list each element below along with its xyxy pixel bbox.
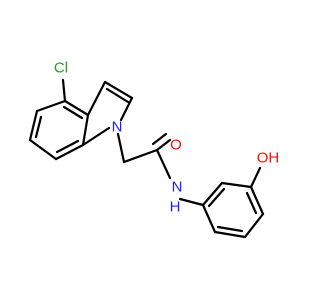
atom-label-n-indole: N <box>112 119 123 136</box>
bond-co-o-second <box>151 132 168 146</box>
bond-c7a-c3a <box>81 113 90 147</box>
bond-c6-c7 <box>28 138 58 161</box>
bond-c3p-c4p-inner <box>245 191 258 215</box>
atom-label-o-carbonyl: O <box>170 137 182 154</box>
bond-c3p-c4p <box>249 185 265 216</box>
atom-labels: Cl N O N H OH <box>54 60 279 216</box>
bond-c1p-c2p-inner <box>207 187 226 208</box>
bond-c6p-c1p <box>201 203 217 234</box>
bond-c5-c6-inner <box>34 115 43 139</box>
bonds <box>28 78 265 239</box>
bond-c5-c6 <box>28 109 39 142</box>
bond-c7-c7a-inner <box>55 139 80 154</box>
bond-c3-c2 <box>103 80 134 100</box>
bond-ch2-co <box>122 148 159 164</box>
bond-c3p-oh <box>249 166 262 189</box>
structure-canvas: Cl N O N H OH <box>28 60 279 239</box>
bond-c7-c7a <box>54 143 85 161</box>
atom-label-cl: Cl <box>54 60 68 77</box>
bond-nh-c1p <box>178 197 205 207</box>
bond-c5p-c6p-inner <box>216 225 244 233</box>
atom-label-oh: OH <box>257 150 280 167</box>
bond-c3-c2-inner <box>105 87 130 104</box>
bond-n1-ch2 <box>116 132 126 164</box>
bond-c1p-c2p <box>201 181 224 207</box>
atom-label-n-amide: N <box>172 179 183 196</box>
bond-c4-cl <box>61 78 67 103</box>
bond-c4-c5 <box>35 99 67 113</box>
bond-c3a-c3 <box>86 80 107 117</box>
bond-c3a-c4-inner <box>62 105 84 120</box>
atom-label-h-amide: H <box>170 199 181 216</box>
bond-c5p-c6p <box>213 230 247 239</box>
bond-c3a-c4 <box>63 99 90 117</box>
bond-n1-c7a <box>81 126 111 147</box>
bond-c2-n1 <box>119 96 134 122</box>
bond-co-o <box>155 138 172 152</box>
bond-co-nh <box>155 148 172 180</box>
molecule-diagram: Cl N O N H OH <box>28 60 279 239</box>
bond-c2p-c3p <box>220 181 253 189</box>
bond-c4p-c5p <box>243 212 265 239</box>
